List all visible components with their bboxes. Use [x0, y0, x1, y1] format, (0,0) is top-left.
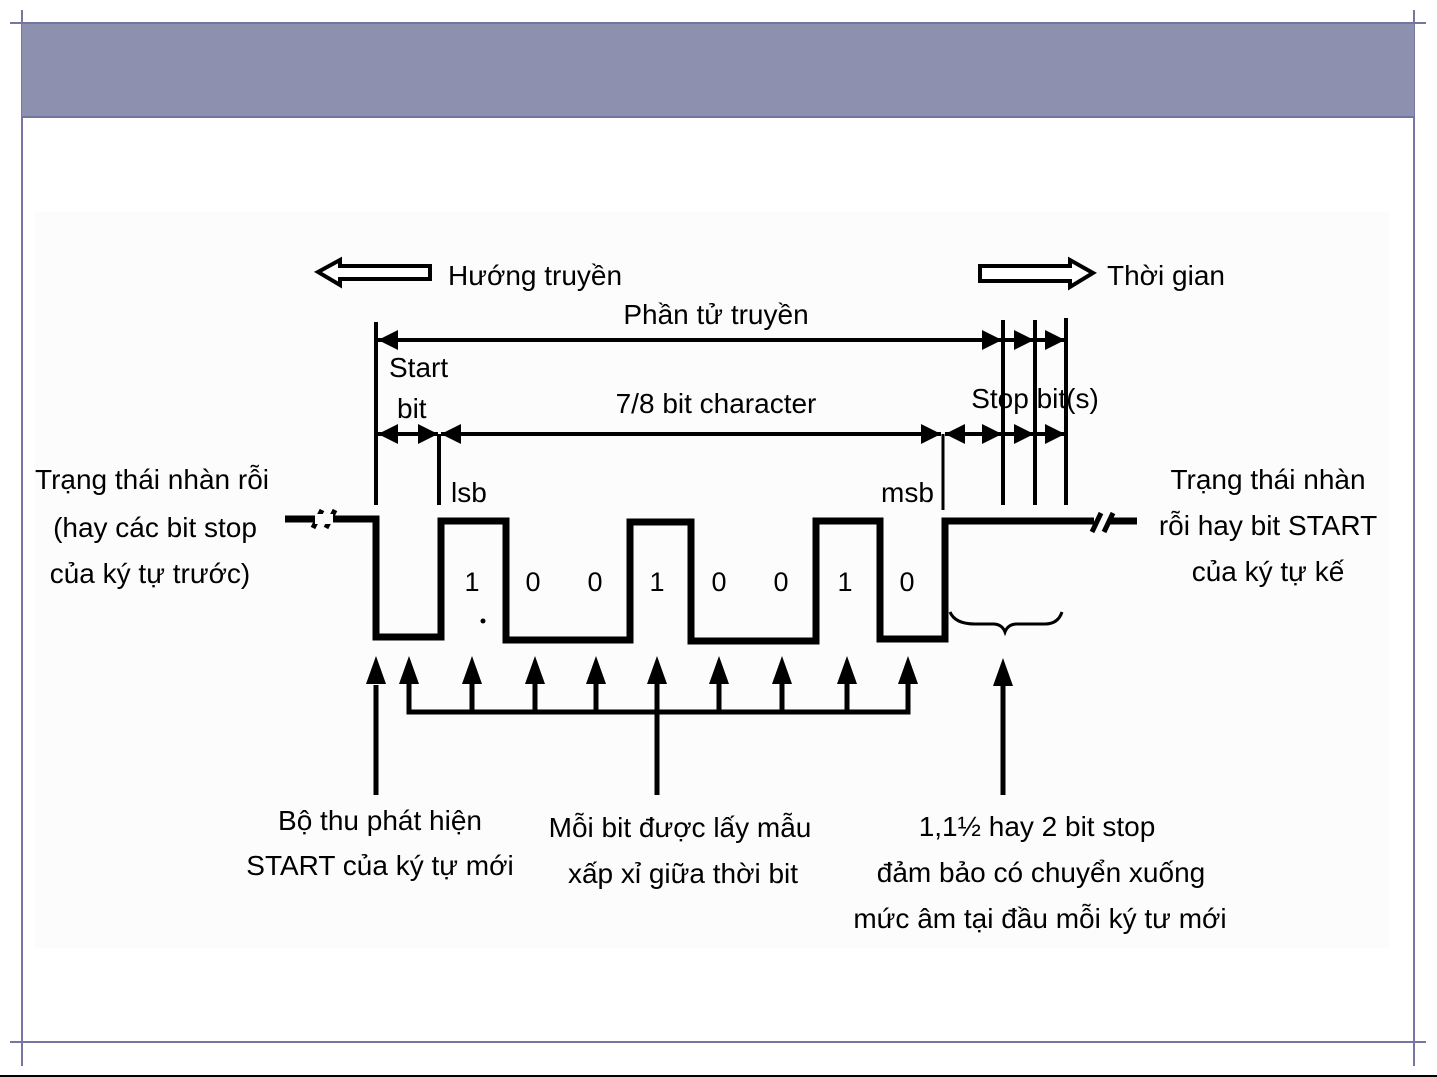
caption-sample-line-2: xấp xỉ giữa thời bit	[568, 858, 798, 889]
frame-top-tick-right	[1413, 22, 1426, 24]
sample-arrowhead-3-icon	[586, 656, 606, 684]
bit-value-5: 0	[773, 567, 788, 597]
sample-arrowhead-1-icon	[462, 656, 482, 684]
frame-bottom-line	[10, 1041, 1426, 1043]
sample-arrowhead-8-icon	[898, 656, 918, 684]
right-break-mark	[1089, 511, 1116, 534]
time-right-arrow-icon	[978, 256, 1097, 291]
sample-arrows	[366, 656, 1013, 795]
caption-start-line-1: Bộ thu phát hiện	[278, 805, 482, 836]
caption-stop: 1,1½ hay 2 bit stop đảm bảo có chuyển xu…	[853, 811, 1226, 934]
sample-arrowhead-2-icon	[525, 656, 545, 684]
stop-arrowhead-icon	[993, 658, 1013, 686]
caption-sample: Mỗi bit được lấy mẫu xấp xỉ giữa thời bi…	[549, 812, 812, 889]
caption-stop-line-1: 1,1½ hay 2 bit stop	[919, 811, 1156, 842]
bottom-rule	[0, 1075, 1437, 1077]
slide-header-band	[22, 22, 1414, 118]
caption-stop-line-2: đảm bảo có chuyển xuống	[877, 857, 1205, 888]
sample-arrowhead-5-icon	[709, 656, 729, 684]
data-bits: 1 0 0 1 0 0 1 0	[464, 567, 914, 597]
frame-label: Phần tử truyền	[623, 299, 808, 330]
start-detect-arrowhead-icon	[366, 656, 386, 684]
serial-waveform	[285, 515, 1137, 645]
caption-sample-line-1: Mỗi bit được lấy mẫu	[549, 812, 812, 843]
bit-value-0: 1	[464, 567, 479, 597]
start-bit-label-line1: Start	[389, 352, 448, 383]
start-bit-label-line2: bit	[397, 393, 427, 424]
bit-value-4: 0	[711, 567, 726, 597]
idle-right-label: Trạng thái nhàn rỗi hay bit START của ký…	[1159, 464, 1377, 587]
lsb-label: lsb	[451, 477, 487, 508]
idle-right-line-3: của ký tự kế	[1192, 556, 1345, 587]
left-break-mark	[310, 508, 338, 530]
bit-value-6: 1	[837, 567, 852, 597]
char-label: 7/8 bit character	[616, 388, 817, 419]
caption-stop-line-3: mức âm tại đầu mỗi ký tư mới	[853, 903, 1226, 934]
stop-region-brace	[948, 611, 1064, 637]
frame-left-line	[21, 10, 23, 1066]
stop-bits-label: Stop bit(s)	[971, 383, 1099, 414]
frame-right-line	[1413, 10, 1415, 1066]
bit-value-3: 1	[649, 567, 664, 597]
bit-value-2: 0	[587, 567, 602, 597]
bit-value-1: 0	[525, 567, 540, 597]
direction-label: Hướng truyền	[448, 260, 622, 291]
idle-left-line-2: (hay các bit stop	[53, 512, 257, 543]
idle-left-label: Trạng thái nhàn rỗi (hay các bit stop củ…	[35, 464, 269, 589]
frame-top-tick-left	[10, 22, 24, 24]
caption-start: Bộ thu phát hiện START của ký tự mới	[246, 805, 513, 881]
bit-value-7: 0	[899, 567, 914, 597]
idle-right-line-1: Trạng thái nhàn	[1170, 464, 1365, 495]
idle-left-line-1: Trạng thái nhàn rỗi	[35, 464, 269, 495]
stray-dot	[480, 618, 486, 624]
sample-arrowhead-0-icon	[399, 656, 419, 684]
sample-arrowhead-7-icon	[837, 656, 857, 684]
sample-arrowhead-4-icon	[647, 656, 667, 684]
idle-left-line-3: của ký tự trước)	[50, 558, 251, 589]
caption-start-line-2: START của ký tự mới	[246, 850, 513, 881]
sample-arrowhead-6-icon	[772, 656, 792, 684]
msb-label: msb	[881, 477, 934, 508]
time-label: Thời gian	[1107, 260, 1225, 291]
idle-right-line-2: rỗi hay bit START	[1159, 510, 1377, 541]
direction-left-arrow-icon	[313, 256, 432, 289]
